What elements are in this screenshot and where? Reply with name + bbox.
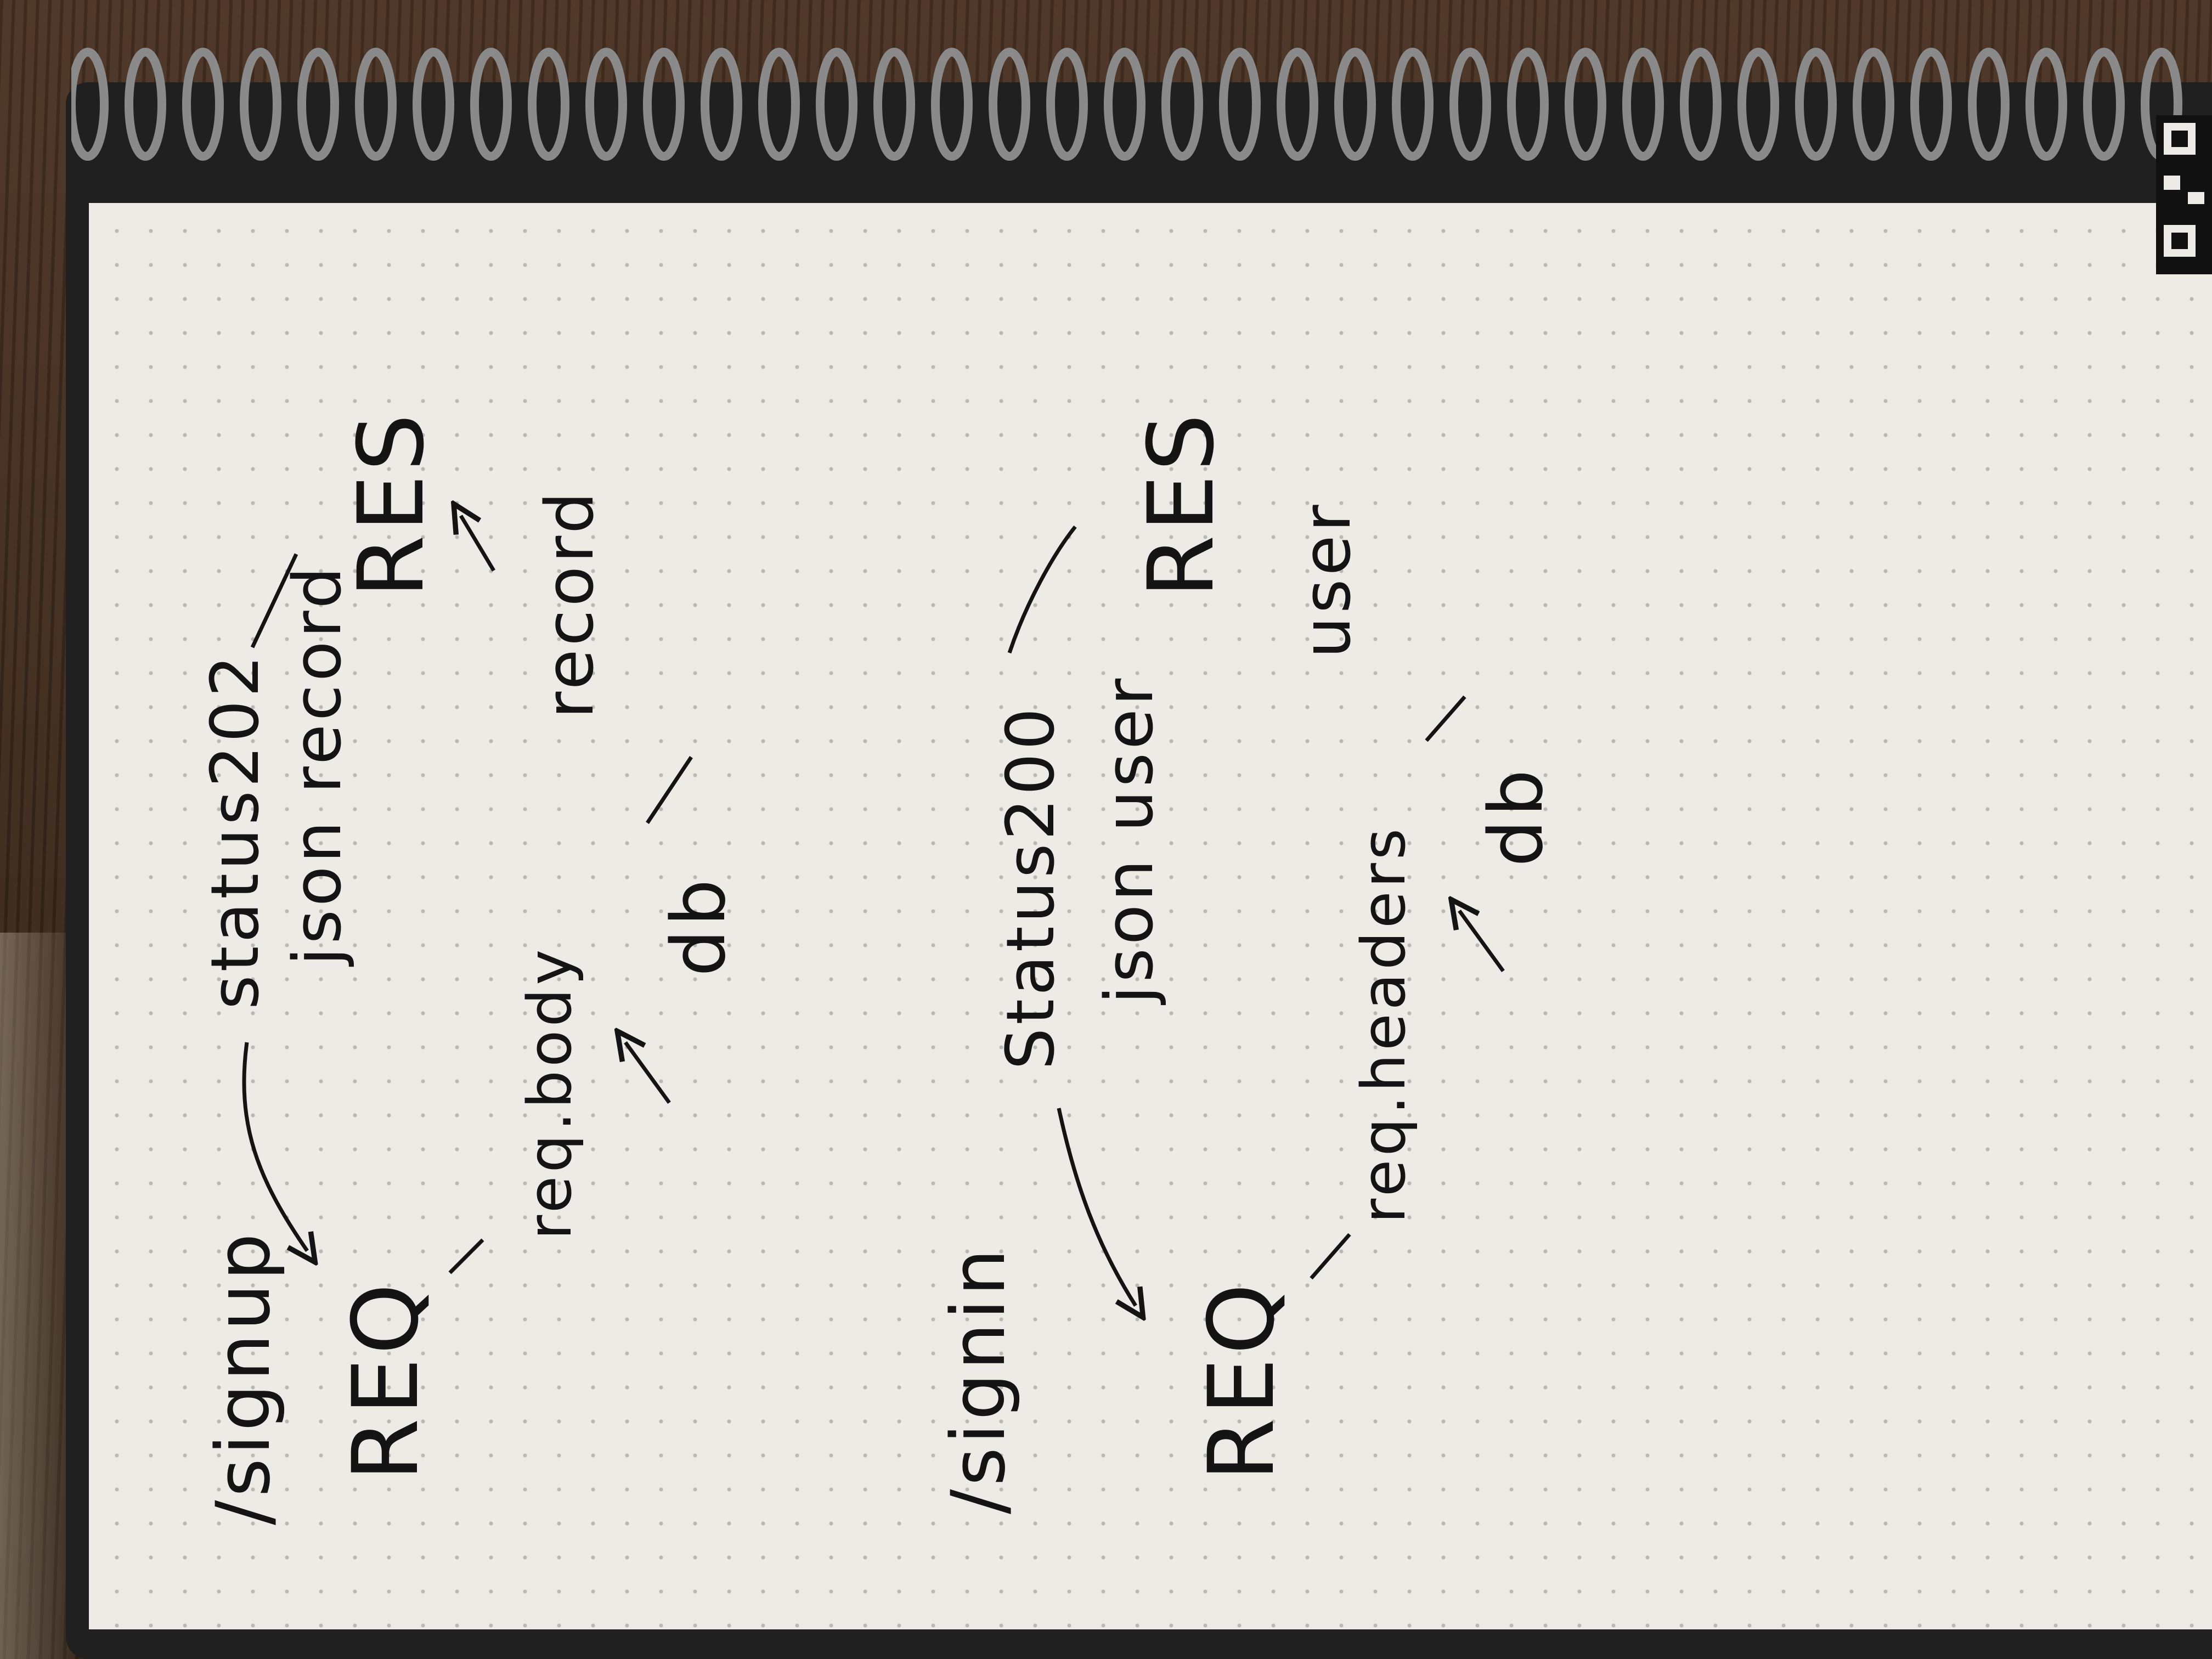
signup-record-label: record (532, 489, 608, 719)
spiral-ring (1737, 48, 1779, 161)
spiral-ring (1565, 48, 1606, 161)
signin-arrow-status-to-req (1057, 1108, 1136, 1306)
spiral-ring (643, 48, 685, 161)
spiral-ring (1680, 48, 1722, 161)
signup-db-label: db (656, 876, 742, 977)
spiral-ring (71, 48, 109, 161)
spiral-ring (1392, 48, 1434, 161)
spiral-ring (355, 48, 397, 161)
spiral-ring (1795, 48, 1837, 161)
spiral-ring (413, 48, 454, 161)
spiral-ring (1622, 48, 1664, 161)
signin-route-label: /signin (935, 1245, 1022, 1514)
spiral-ring (1161, 48, 1203, 161)
signin-user-label: user (1289, 501, 1365, 658)
spiral-ring (758, 48, 800, 161)
spiral-ring (2083, 48, 2125, 161)
signup-req-body-label: req.body (515, 946, 585, 1240)
signin-connector-db-user (1425, 695, 1466, 742)
signin-res-label: RES (1128, 410, 1234, 598)
spiral-ring (240, 48, 281, 161)
spiral-ring (1219, 48, 1261, 161)
signup-route-label: /signup (200, 1230, 286, 1525)
spiral-ring (1334, 48, 1376, 161)
spiral-ring (701, 48, 742, 161)
signup-connector-db-record (646, 756, 693, 824)
signup-arrow-status-to-req (242, 1042, 307, 1251)
plastic-sleeve (0, 933, 77, 1659)
signup-arrow-res-to-status (250, 553, 298, 648)
spiral-ring (1277, 48, 1318, 161)
signup-status-label: status202 (198, 652, 274, 1009)
spiral-ring (297, 48, 339, 161)
spiral-ring (528, 48, 569, 161)
dotted-page (89, 203, 2212, 1629)
spiral-ring (125, 48, 166, 161)
spiral-ring (1104, 48, 1146, 161)
spiral-ring (873, 48, 915, 161)
signin-json-label: json user (1092, 675, 1168, 1006)
spiral-ring (1853, 48, 1894, 161)
signin-req-headers-label: req.headers (1348, 825, 1419, 1223)
signup-json-label: json record (280, 563, 356, 967)
spiral-ring (2025, 48, 2067, 161)
spiral-ring (1507, 48, 1549, 161)
spiral-ring (1449, 48, 1491, 161)
signup-req-label: REQ (333, 1280, 438, 1481)
spiral-ring (1968, 48, 2010, 161)
spiral-ring (182, 48, 224, 161)
spiral-binding (71, 48, 2182, 161)
spiral-ring (1910, 48, 1952, 161)
spiral-ring (585, 48, 627, 161)
qr-code-icon (2156, 115, 2212, 274)
signin-db-label: db (1473, 766, 1559, 867)
signup-arrow-to-db (625, 1042, 671, 1104)
signin-connector-req-headers (1310, 1233, 1351, 1280)
signin-status-label: Status200 (993, 705, 1069, 1070)
signin-arrow-res-to-status (1007, 525, 1077, 654)
spiral-ring (1046, 48, 1088, 161)
spiral-ring (989, 48, 1030, 161)
signup-arrow-to-res (461, 516, 496, 572)
spiral-ring (816, 48, 857, 161)
signup-res-label: RES (338, 410, 444, 598)
spiral-ring (470, 48, 512, 161)
signup-diagram: /signup REQ status202 json record RES re… (198, 410, 742, 1525)
signin-req-label: REQ (1189, 1280, 1294, 1481)
signin-arrow-to-db (1459, 911, 1505, 973)
signup-connector-req-body (448, 1238, 484, 1274)
spiral-ring (931, 48, 973, 161)
signin-diagram: /signin REQ Status200 json user RES req.… (935, 410, 1559, 1514)
